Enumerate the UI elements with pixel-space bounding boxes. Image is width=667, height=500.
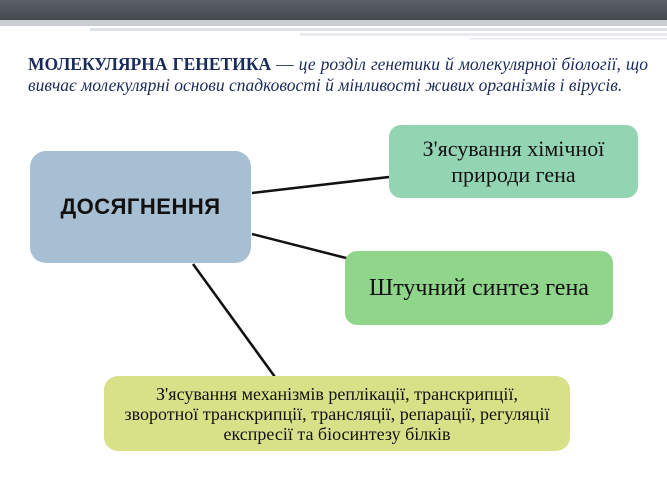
connector-to-synthesis <box>251 232 351 261</box>
achievements-label: ДОСЯГНЕННЯ <box>60 194 221 219</box>
chemical-nature-label: З'ясування хімічної природи гена <box>422 135 605 187</box>
connector-to-chemical-nature <box>251 175 390 195</box>
mechanisms-label: З'ясування механізмів реплікації, транск… <box>124 383 550 444</box>
definition-text: МОЛЕКУЛЯРНА ГЕНЕТИКА — це розділ генетик… <box>28 54 648 96</box>
header-bar <box>0 0 667 20</box>
header-decoration <box>0 20 667 40</box>
connector-to-mechanisms <box>191 263 277 378</box>
synthesis-box: Штучний синтез гена <box>345 251 613 325</box>
chemical-nature-box: З'ясування хімічної природи гена <box>389 125 638 198</box>
achievements-box: ДОСЯГНЕННЯ <box>30 151 251 263</box>
term-definition: це розділ генетики й молекулярної біолог… <box>28 54 648 95</box>
mechanisms-box: З'ясування механізмів реплікації, транск… <box>104 376 570 451</box>
term-dash: — <box>271 54 299 74</box>
term-title: МОЛЕКУЛЯРНА ГЕНЕТИКА <box>28 54 272 74</box>
synthesis-label: Штучний синтез гена <box>369 275 589 301</box>
